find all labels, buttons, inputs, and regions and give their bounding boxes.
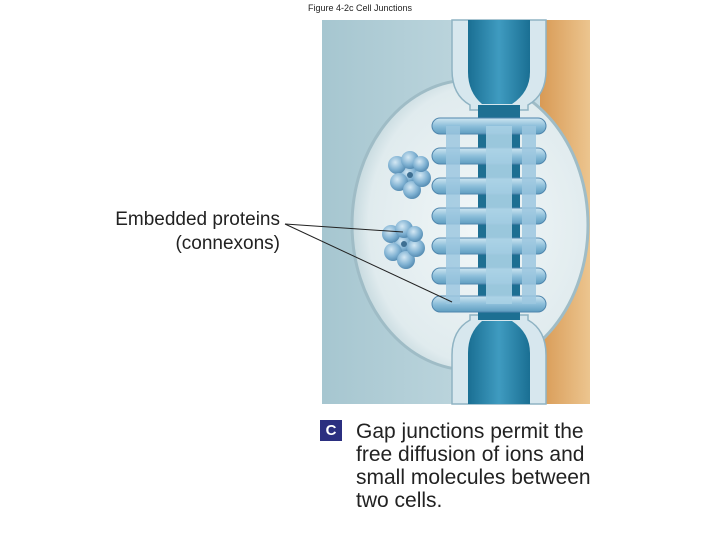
connexon-label-line2: (connexons): [175, 233, 280, 254]
connexon-face-top: [388, 151, 431, 199]
leader-line-1: [284, 223, 404, 233]
caption: Gap junctions permit the free diffusion …: [356, 420, 676, 512]
caption-line4: two cells.: [356, 489, 443, 512]
caption-line2: free diffusion of ions and: [356, 443, 585, 466]
connexon-channels: [431, 117, 547, 313]
caption-line1: Gap junctions permit the: [356, 420, 584, 443]
leader-line-2: [284, 223, 453, 303]
connexon-label: Embedded proteins (connexons): [115, 208, 280, 256]
caption-line3: small molecules between: [356, 466, 591, 489]
figure-title: Figure 4-2c Cell Junctions: [307, 3, 413, 13]
connexon-face-bottom: [382, 220, 425, 269]
panel-badge: C: [320, 420, 342, 441]
connexon-label-line1: Embedded proteins: [115, 209, 280, 230]
